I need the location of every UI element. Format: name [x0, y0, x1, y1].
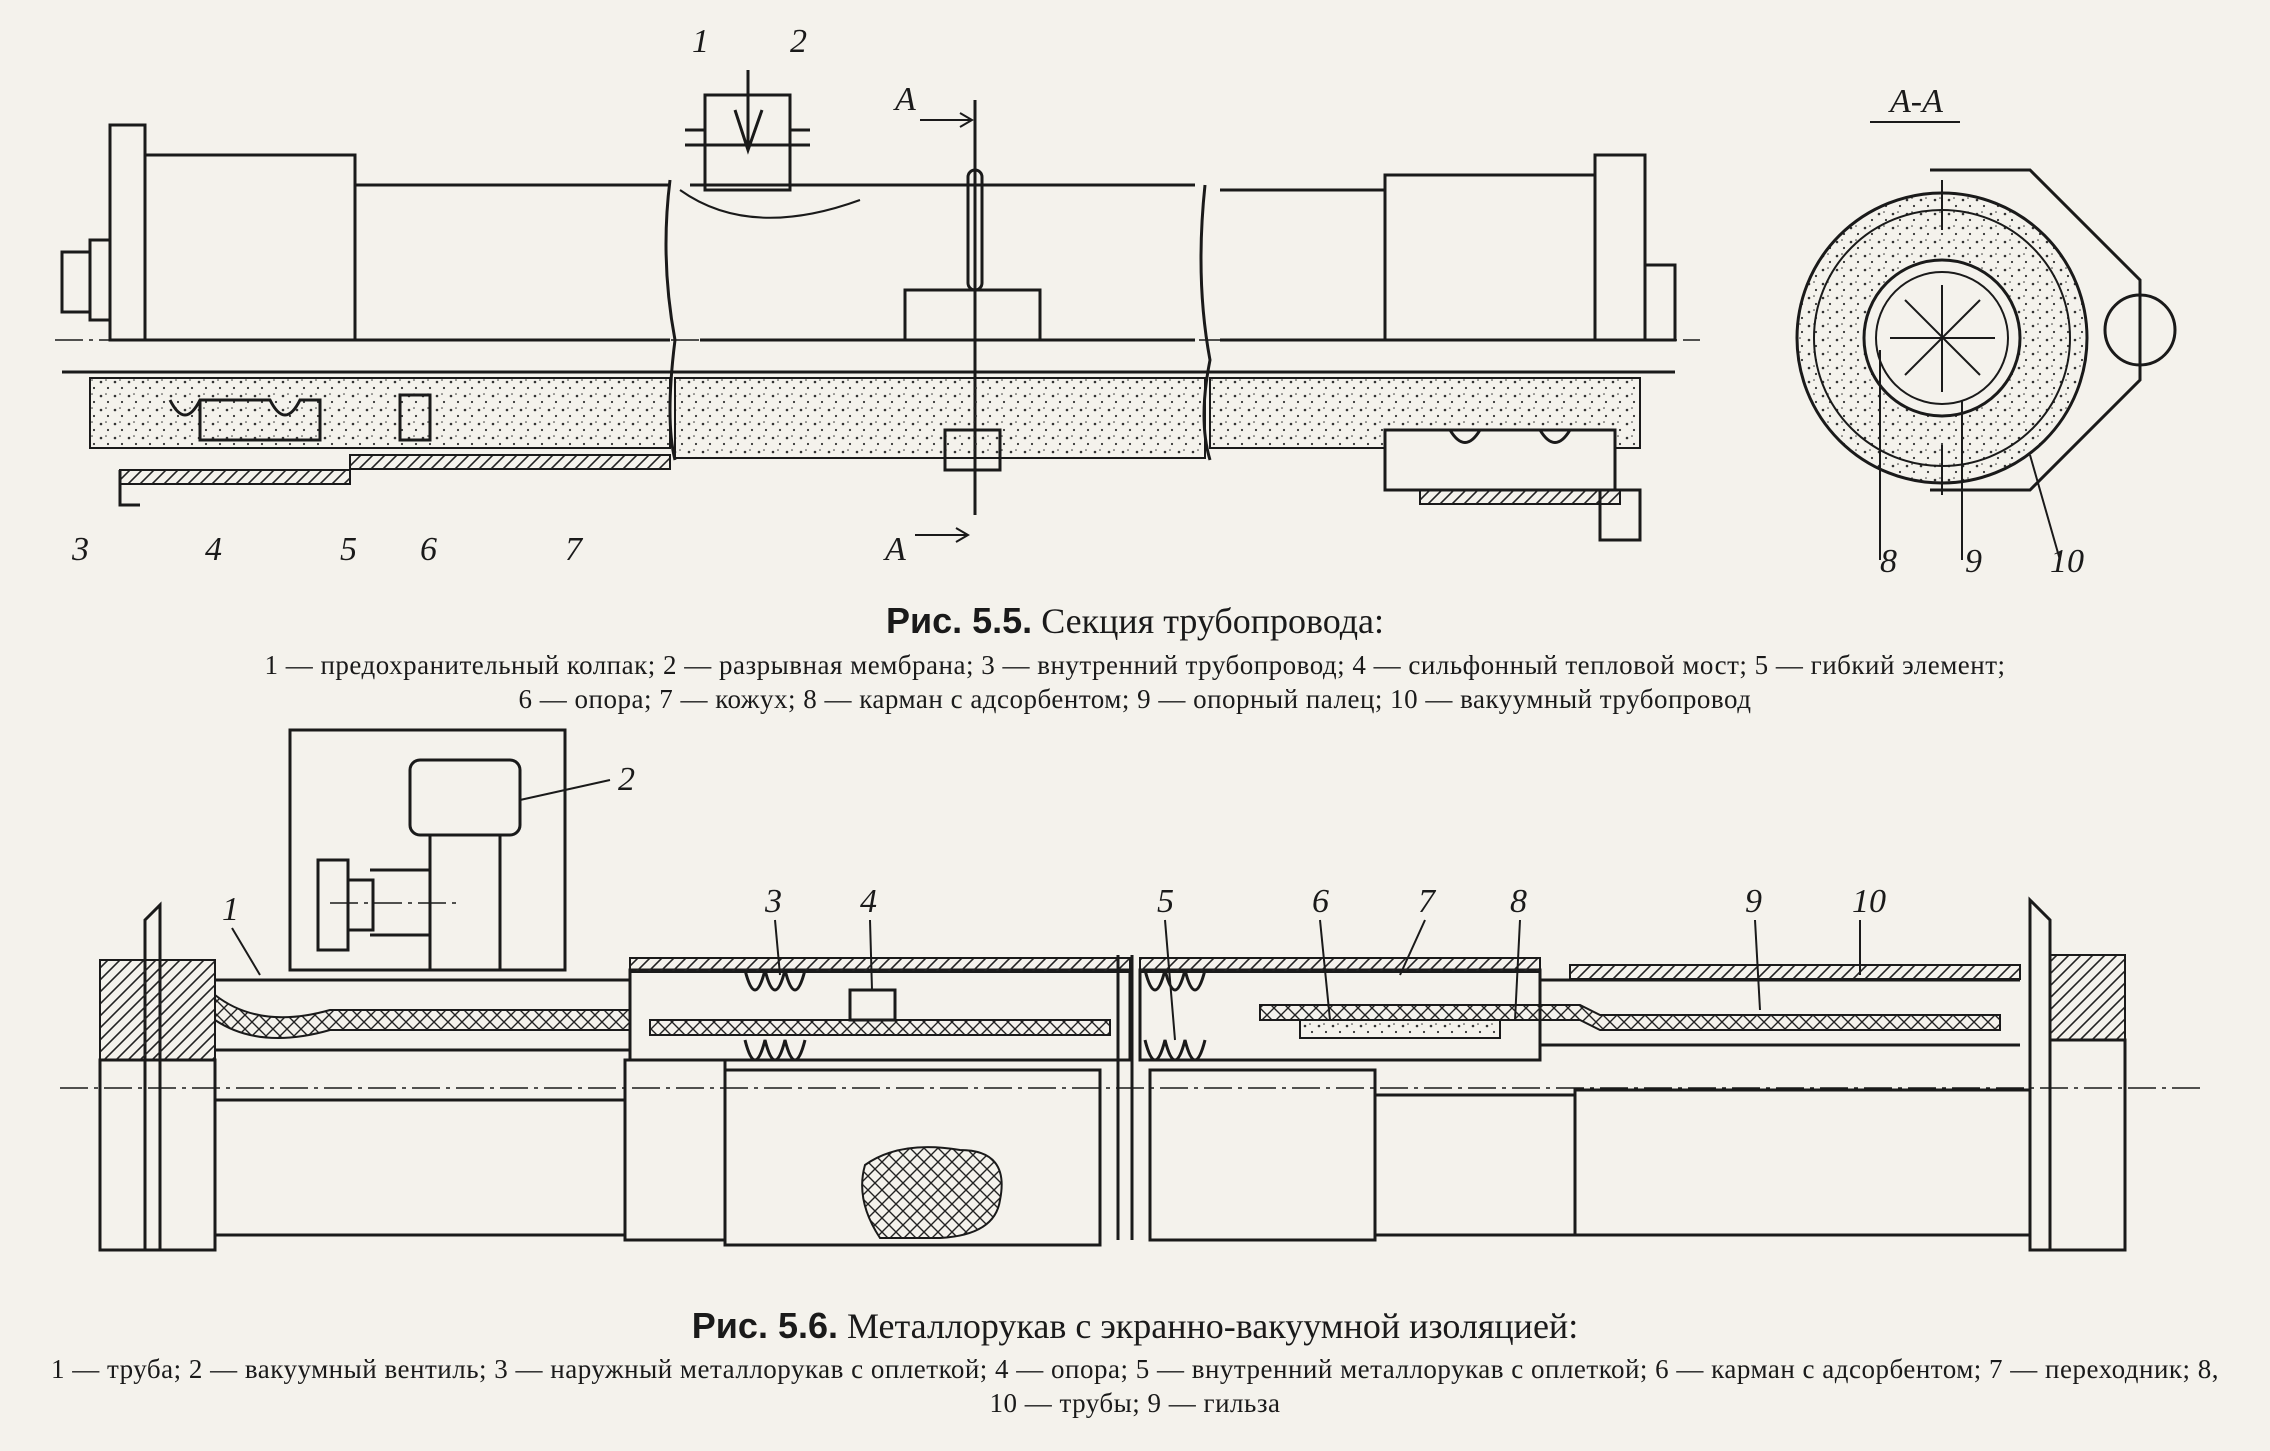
hose-label-4: 4 — [860, 883, 877, 920]
hose-label-9: 9 — [1745, 883, 1762, 920]
pipe-section-drawing — [55, 70, 1700, 542]
figure-5-5-title: Секция трубопровода: — [1041, 601, 1385, 641]
figure-5-6-title: Металлорукав с экранно-вакуумной изоляци… — [847, 1306, 1579, 1346]
figure-5-6-legend: 1 — труба; 2 — вакуумный вентиль; 3 — на… — [40, 1352, 2230, 1420]
figure-5-5-part-labels: 1 2 3 4 5 6 7 8 9 10 A A А-А — [71, 23, 2084, 580]
part-label-3: 3 — [71, 531, 89, 568]
figure-5-5-legend: 1 — предохранительный колпак; 2 — разрыв… — [40, 648, 2230, 716]
figure-5-6-legend-text: 1 — труба; 2 — вакуумный вентиль; 3 — на… — [50, 1354, 2220, 1418]
hose-label-1: 1 — [222, 891, 239, 928]
hose-label-8: 8 — [1510, 883, 1527, 920]
figure-5-5-caption: Рис. 5.5. Секция трубопровода: — [0, 600, 2270, 642]
part-label-2: 2 — [790, 23, 807, 60]
figure-5-5-number: Рис. 5.5. — [885, 600, 1033, 641]
figure-5-5-legend-line-2: 6 — опора; 7 — кожух; 8 — карман с адсор… — [518, 684, 1752, 714]
hose-label-2: 2 — [618, 761, 635, 798]
part-label-5: 5 — [340, 531, 357, 568]
figure-5-5-legend-line-1: 1 — предохранительный колпак; 2 — разрыв… — [264, 650, 2006, 680]
part-label-4: 4 — [205, 531, 222, 568]
section-a-a-drawing — [1795, 168, 2177, 561]
hose-label-10: 10 — [1852, 883, 1886, 920]
section-marker-bottom: A — [883, 531, 906, 568]
part-label-7: 7 — [565, 531, 584, 568]
figure-5-6-number: Рис. 5.6. — [691, 1305, 838, 1346]
part-label-1: 1 — [692, 23, 709, 60]
part-label-9: 9 — [1965, 543, 1982, 580]
figure-5-6-caption: Рис. 5.6. Металлорукав с экранно-вакуумн… — [0, 1305, 2270, 1347]
part-label-6: 6 — [420, 531, 437, 568]
hose-label-3: 3 — [764, 883, 782, 920]
hose-label-7: 7 — [1418, 883, 1437, 920]
part-label-8: 8 — [1880, 543, 1897, 580]
section-marker-top: A — [893, 81, 916, 118]
hose-label-6: 6 — [1312, 883, 1329, 920]
metal-hose-drawing — [60, 728, 2200, 1252]
part-label-10: 10 — [2050, 543, 2084, 580]
hose-label-5: 5 — [1157, 883, 1174, 920]
figure-5-6-part-labels: 1 2 3 4 5 6 7 8 9 10 — [222, 761, 1886, 1041]
section-title: А-А — [1888, 83, 1943, 120]
